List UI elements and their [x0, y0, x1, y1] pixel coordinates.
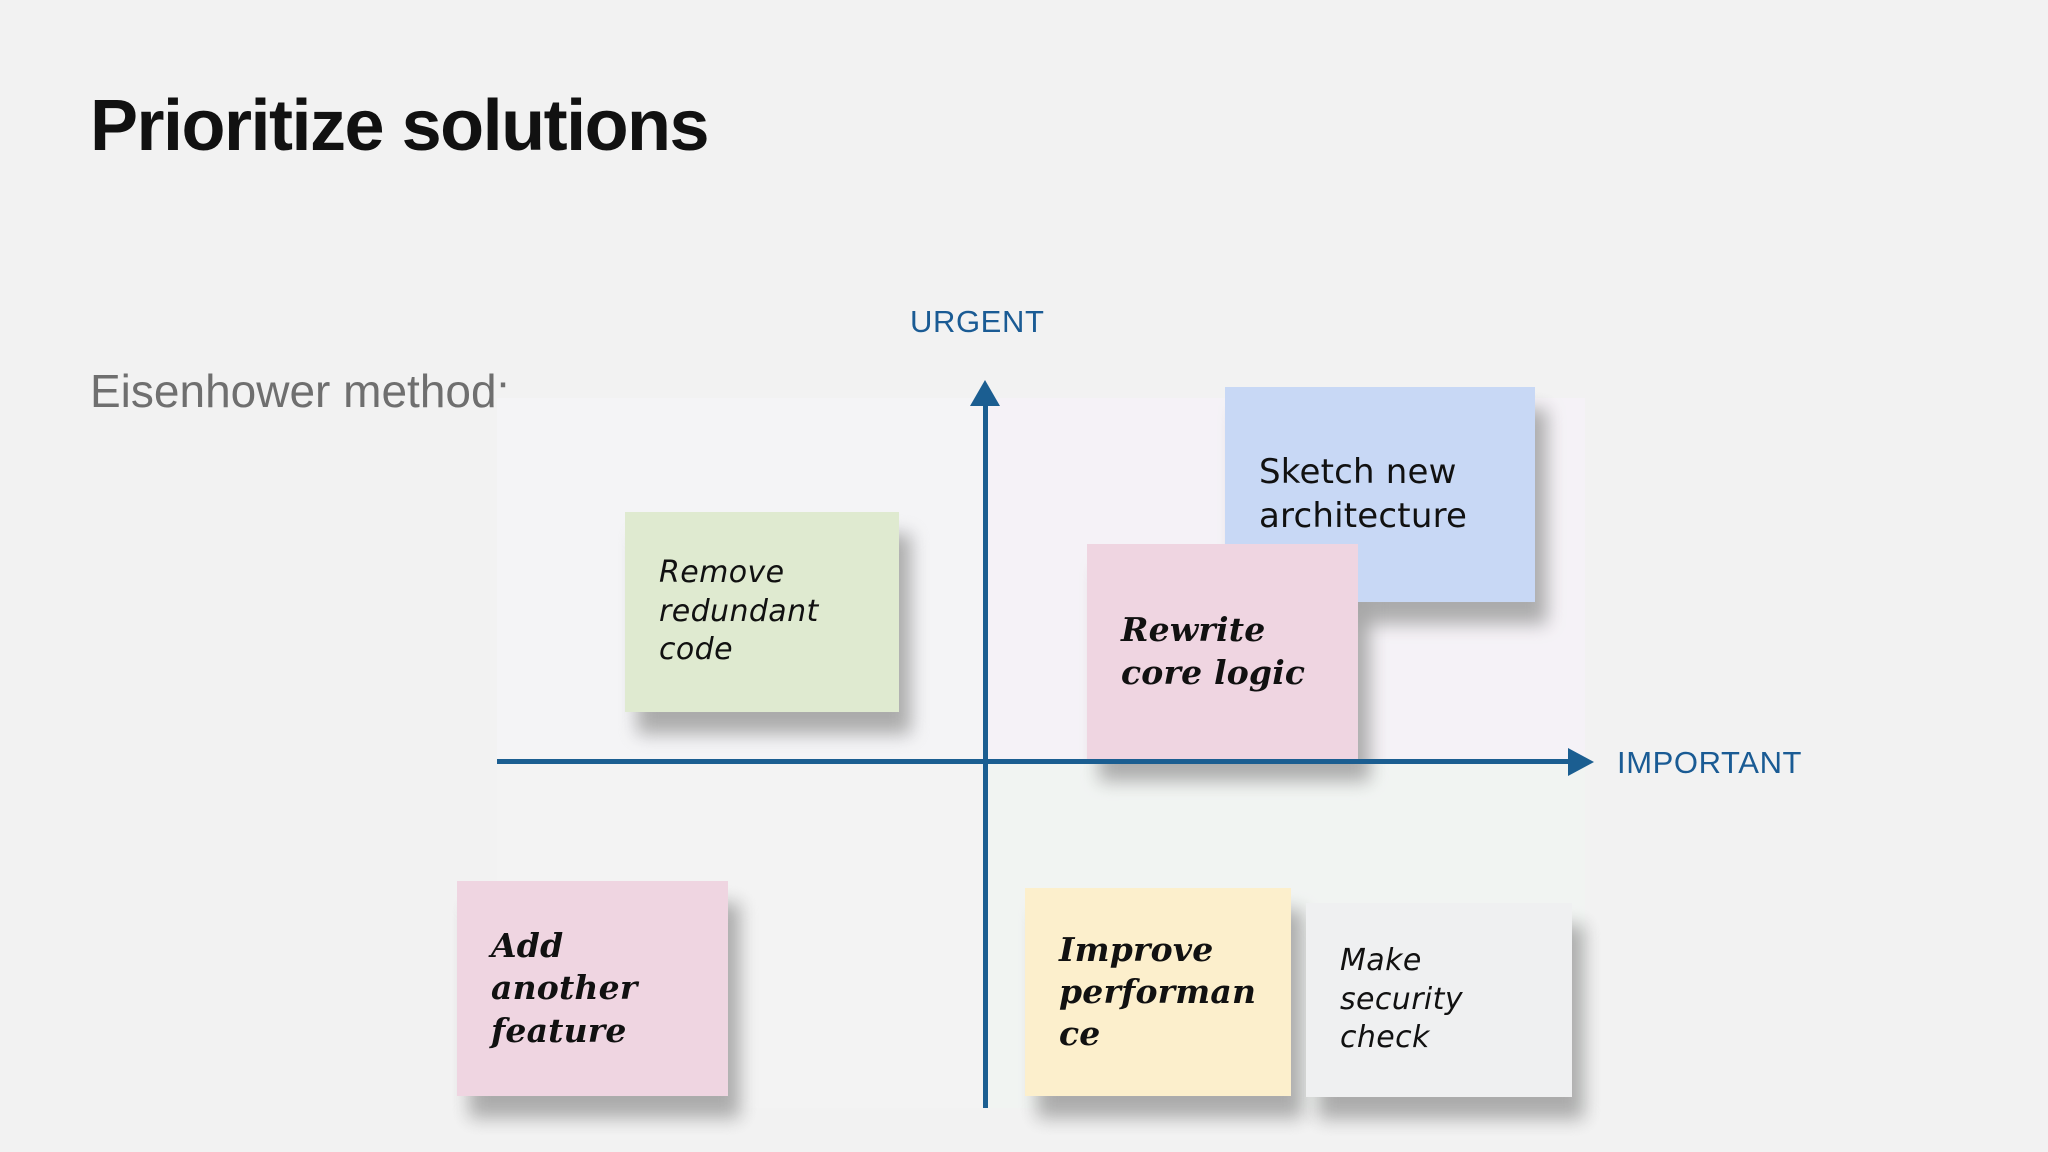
sticky-note-text: Make security check	[1340, 943, 1463, 1056]
important-axis-arrow-icon	[1568, 748, 1594, 776]
important-axis-line	[497, 759, 1572, 764]
page-title: Prioritize solutions	[90, 86, 710, 166]
sticky-note-text: Sketch new architecture	[1259, 451, 1468, 536]
axis-label-important: IMPORTANT	[1617, 745, 1803, 780]
urgent-axis-arrow-icon	[970, 380, 1000, 406]
sticky-note-text: Remove redundant code	[659, 555, 819, 668]
subtitle-label: Eisenhower method:	[90, 365, 510, 417]
sticky-note-rewrite-core-logic[interactable]: Rewrite core logic	[1087, 544, 1358, 759]
sticky-note-remove-redundant-code[interactable]: Remove redundant code	[625, 512, 899, 712]
sticky-note-text: Improve performance	[1059, 929, 1257, 1054]
sticky-note-text: Rewrite core logic	[1121, 610, 1306, 692]
sticky-note-text: Add another feature	[491, 926, 638, 1050]
sticky-note-improve-performance[interactable]: Improve performance	[1025, 888, 1291, 1096]
sticky-note-add-another-feature[interactable]: Add another feature	[457, 881, 728, 1096]
axis-label-urgent: URGENT	[910, 304, 1045, 339]
sticky-note-make-security-check[interactable]: Make security check	[1306, 903, 1572, 1097]
urgent-axis-line	[983, 398, 988, 1108]
